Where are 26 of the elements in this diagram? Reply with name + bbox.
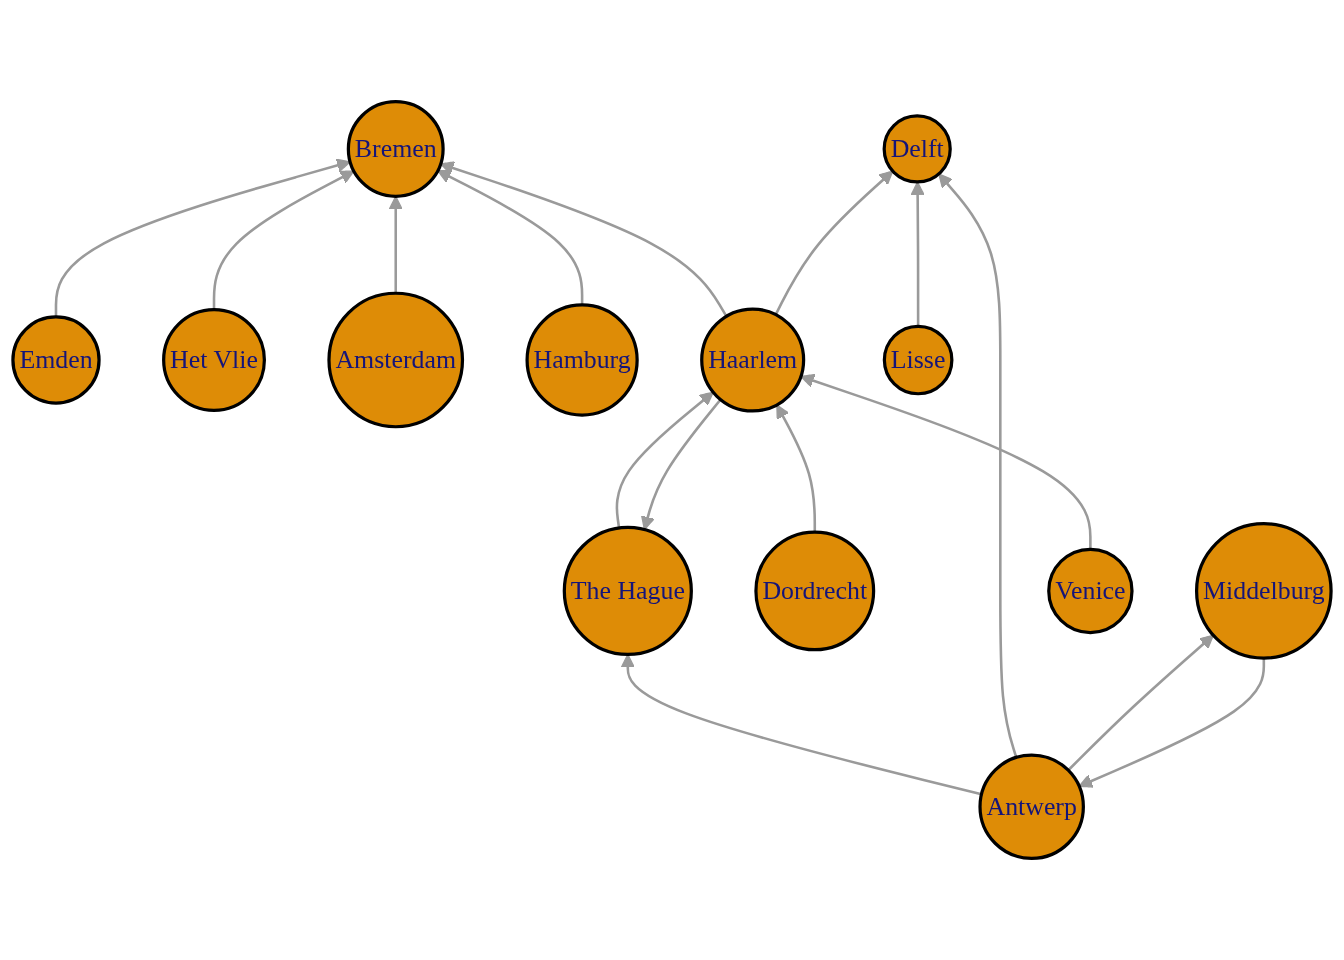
node-circle: Hamburg — [525, 303, 639, 417]
arrow — [615, 391, 714, 529]
node-circle: Antwerp — [978, 753, 1085, 860]
node-circle: Het Vlie — [162, 308, 266, 412]
arrow — [437, 170, 584, 305]
node-circle: Haarlem — [700, 307, 806, 413]
arrow — [774, 170, 894, 316]
node-circle: The Hague — [562, 525, 693, 657]
node-circle: Delft — [882, 114, 952, 184]
arrow — [640, 398, 722, 531]
arrow — [776, 404, 817, 533]
node-circle: Amsterdam — [327, 291, 465, 429]
node-circle: Lisse — [882, 324, 954, 396]
node-circle: Bremen — [346, 100, 445, 198]
arrow — [440, 161, 728, 317]
node-circle: Venice — [1047, 547, 1134, 635]
arrow — [938, 173, 1018, 758]
arrow — [212, 170, 355, 310]
node-circle: Emden — [11, 315, 101, 405]
arrow — [1067, 634, 1214, 772]
node-circle: Dordrecht — [754, 530, 876, 652]
arrow — [54, 158, 351, 317]
arrow — [910, 181, 925, 327]
node-circle: Middelburg — [1195, 522, 1333, 660]
arrow — [1078, 658, 1266, 788]
arrow — [800, 373, 1092, 550]
